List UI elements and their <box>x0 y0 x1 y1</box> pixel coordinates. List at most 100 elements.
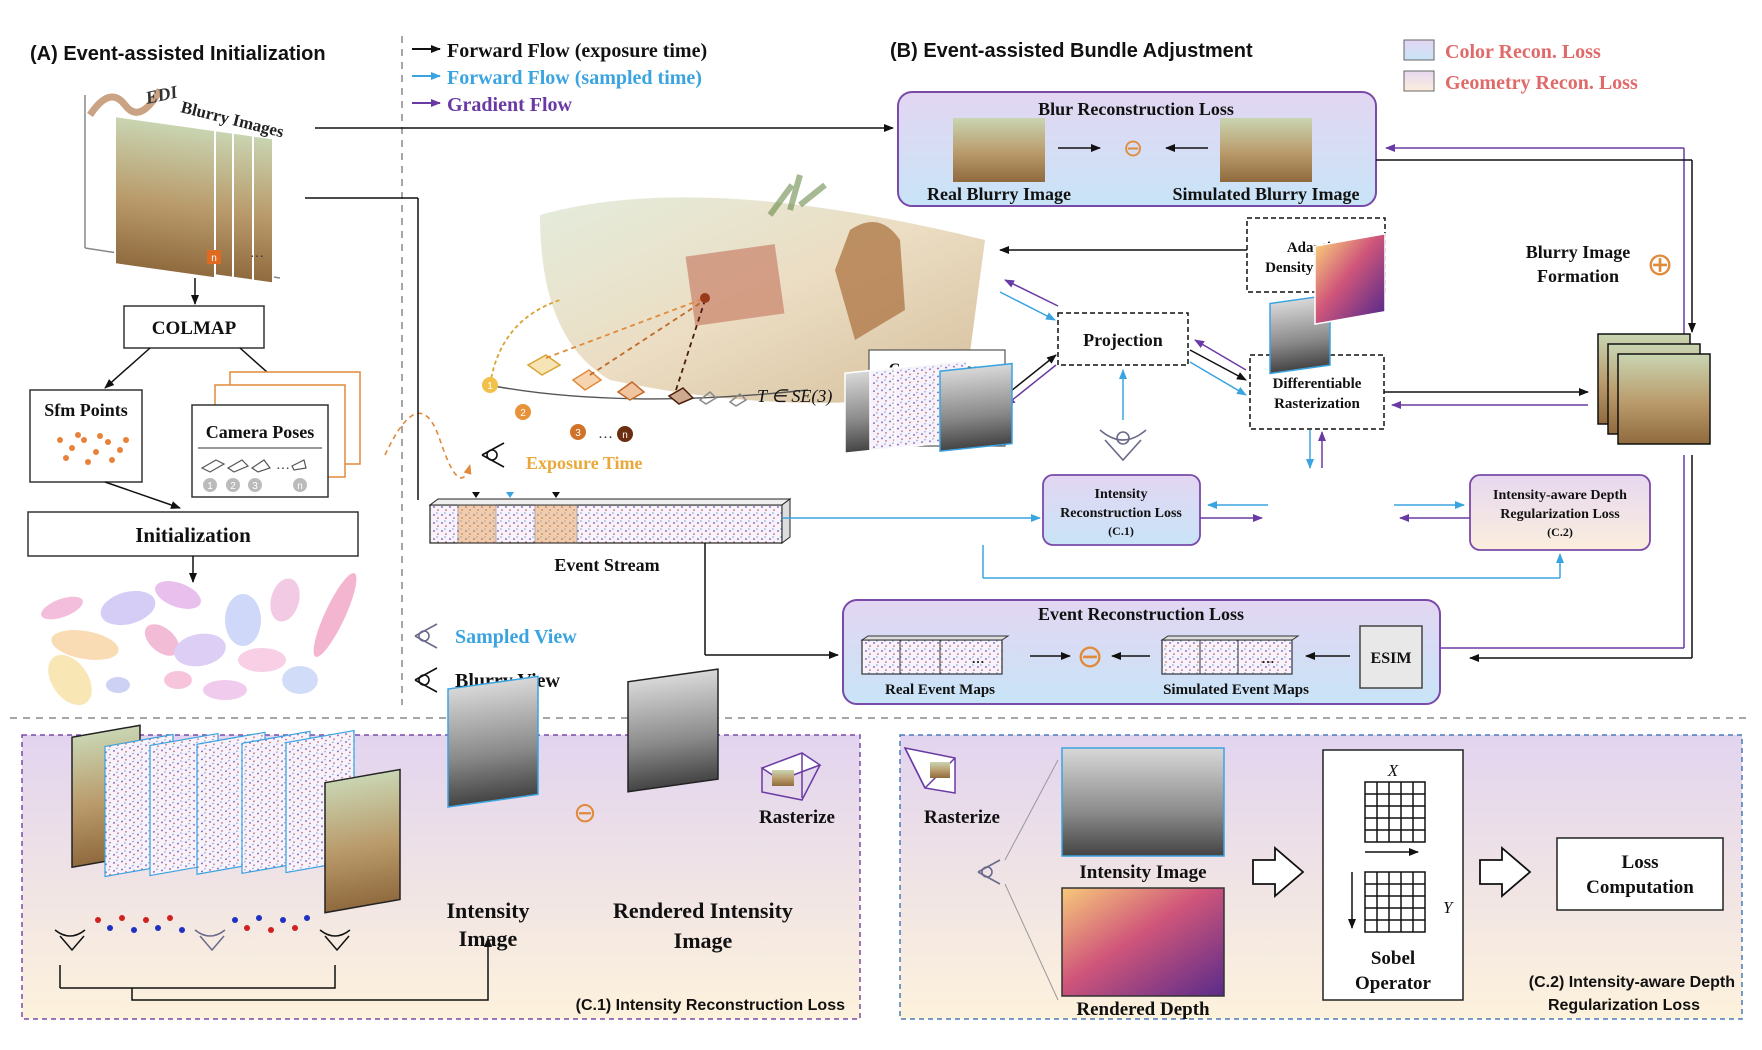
c2-view-rays <box>1004 759 1059 1001</box>
depth-loss-label-2: Regularization Loss <box>1500 507 1620 522</box>
gaussian-ellipsoids <box>41 573 357 706</box>
exposure-time-label: Exposure Time <box>526 453 643 473</box>
event-stream-volume <box>428 492 792 544</box>
c2-arrow-to-sobel <box>1252 846 1305 898</box>
exposure-rays <box>489 299 706 391</box>
intensity-loss-label-3: (C.1) <box>1108 524 1134 538</box>
svg-text:3: 3 <box>575 428 581 439</box>
c2-rasterize-label: Rasterize <box>924 807 1000 828</box>
forward-scene-to-projection <box>999 291 1056 321</box>
sfm-points-label: Sfm Points <box>44 400 128 420</box>
sampled-view-eye-icon <box>1099 429 1147 462</box>
scene-point <box>700 293 710 303</box>
c1-intensity-image <box>447 675 539 808</box>
forward-projection-to-raster <box>1189 349 1247 381</box>
esim-box <box>1359 625 1423 689</box>
event-frames-stack <box>844 359 1013 455</box>
svg-text:1: 1 <box>207 481 213 492</box>
gradient-projection-to-scene <box>1004 279 1059 307</box>
c2-caption-2: Regularization Loss <box>1548 997 1700 1014</box>
palm-fronds <box>767 174 827 217</box>
edi-label: EDI <box>143 81 180 108</box>
c1-minus-icon: ⊖ <box>573 797 596 828</box>
legend-forward-exposure: Forward Flow (exposure time) <box>447 40 707 62</box>
forward-poses-to-projection <box>1005 354 1057 396</box>
initialization-box <box>27 511 359 557</box>
colmap-label: COLMAP <box>152 318 237 339</box>
svg-text:n: n <box>622 430 628 441</box>
trajectory-index-circles: 1 2 3 n <box>482 377 633 442</box>
c1-bracket <box>59 940 489 1001</box>
c2-intensity-image <box>1061 747 1225 857</box>
projection-label: Projection <box>1083 330 1163 350</box>
c2-caption-1: (C.2) Intensity-aware Depth <box>1529 974 1735 991</box>
c1-rendered-label-1: Rendered Intensity <box>613 898 793 923</box>
intensity-loss-label-1: Intensity <box>1095 487 1148 502</box>
sobel-y-label: Y <box>1443 898 1454 917</box>
blurry-formation-plus-icon: ⊕ <box>1647 246 1674 282</box>
legend-geometry-loss: Geometry Recon. Loss <box>1445 72 1638 94</box>
simulated-blurry-thumbnail <box>1220 118 1312 182</box>
c2-view-icon <box>977 859 1001 885</box>
intensity-loss-label-2: Reconstruction Loss <box>1060 506 1182 521</box>
camera-poses-card-a: Camera Poses … 1 2 3 n <box>191 371 361 498</box>
depth-loss-label-3: (C.2) <box>1547 525 1573 539</box>
stack-ellipsis: … <box>250 246 264 261</box>
real-blurry-label: Real Blurry Image <box>927 184 1071 204</box>
frame-index-tag <box>207 250 221 264</box>
sobel-label-1: Sobel <box>1371 948 1415 969</box>
simulated-event-maps: … <box>1160 635 1300 675</box>
legend-sampled-view-icon <box>414 623 438 649</box>
transform-label: T ∈ SE(3) <box>757 386 832 407</box>
sfm-point-cloud <box>57 432 129 465</box>
camel-blanket <box>685 244 785 326</box>
arrow-colmap-to-sfm <box>104 347 151 389</box>
simulated-blurry-label: Simulated Blurry Image <box>1173 184 1360 204</box>
sobel-y-grid <box>1364 871 1426 933</box>
real-blurry-thumbnail <box>953 118 1045 182</box>
blur-reconstruction-loss-box: Blur Reconstruction Loss ⊖ Real Blurry I… <box>897 91 1377 207</box>
svg-text:2: 2 <box>230 481 236 492</box>
sobel-operator-box: X Y Sobel Operator <box>1322 749 1464 1001</box>
legend-geometry-loss-swatch <box>1403 70 1435 92</box>
event-loss-title: Event Reconstruction Loss <box>1038 604 1244 624</box>
blur-loss-title: Blur Reconstruction Loss <box>1038 99 1234 119</box>
blurry-frame-1 <box>114 115 216 280</box>
arrow-poses-to-trajectory <box>384 412 472 479</box>
colmap-box <box>123 305 265 349</box>
simulated-blurry-stack <box>1597 333 1711 445</box>
trajectory-ellipsis: … <box>598 426 613 442</box>
real-event-maps: … <box>860 635 1010 675</box>
c1-frame-sequence <box>71 724 401 914</box>
projection-box <box>1057 312 1189 366</box>
sobel-x-label: X <box>1387 761 1399 780</box>
diff-raster-label-1: Differentiable <box>1273 376 1362 392</box>
sfm-points-box <box>29 389 143 483</box>
svg-text:1: 1 <box>487 381 493 392</box>
loss-computation-box <box>1556 837 1724 911</box>
rendered-intensity-depth-pair <box>1269 232 1386 375</box>
legend-forward-sampled: Forward Flow (sampled time) <box>447 67 702 89</box>
simulated-event-maps-label: Simulated Event Maps <box>1163 682 1309 698</box>
loss-computation-label-1: Loss <box>1622 852 1659 873</box>
camel-shape <box>835 222 905 340</box>
panel-a-title: (A) Event-assisted Initialization <box>30 43 326 65</box>
pose-index-circles-a: 1 2 3 n <box>203 478 307 492</box>
camera-poses-label-a: Camera Poses <box>206 422 314 442</box>
gradient-raster-to-projection <box>1194 339 1247 371</box>
camera-trajectory <box>487 384 809 400</box>
real-event-maps-label: Real Event Maps <box>885 682 995 698</box>
sampled-projection-to-raster <box>1189 361 1247 396</box>
c1-rendered-label-2: Image <box>674 928 733 953</box>
legend-sampled-view: Sampled View <box>455 626 577 648</box>
c1-view-icons <box>54 929 351 952</box>
gradient-projection-to-poses <box>1005 364 1057 406</box>
svg-text:2: 2 <box>520 408 526 419</box>
legend-gradient: Gradient Flow <box>447 94 573 116</box>
blurry-formation-label-2: Formation <box>1537 266 1619 286</box>
c1-intensity-label-2: Image <box>459 926 518 951</box>
svg-text:n: n <box>297 481 303 492</box>
esim-label: ESIM <box>1371 650 1412 667</box>
c1-rasterize-icon <box>760 752 822 801</box>
